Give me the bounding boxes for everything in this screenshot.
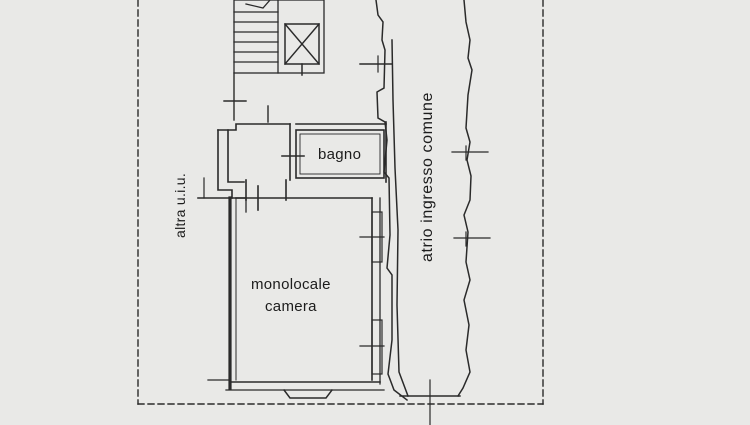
studio-walls [207, 196, 385, 391]
stone-wall-outer [456, 0, 473, 398]
room-label-bathroom: bagno [318, 146, 362, 163]
stair-block [233, 0, 325, 74]
reference-marks [203, 55, 491, 425]
label-common-atrium: atrio ingresso comune [419, 91, 436, 262]
lift-shaft [283, 22, 321, 76]
stone-wall-inner [375, 0, 409, 402]
label-other-unit: altra u.i.u. [172, 172, 188, 238]
window-lower [359, 319, 385, 375]
bottom-bay-window [282, 388, 334, 399]
corridor-walls [223, 63, 393, 123]
room-label-studio: monolocale [251, 276, 331, 293]
entry-walls [197, 123, 305, 211]
room-label-camera: camera [265, 298, 317, 315]
property-boundary [137, 0, 544, 405]
window-upper [359, 211, 385, 263]
stone-wall-inner-2 [391, 39, 409, 397]
bathroom-walls [295, 121, 387, 183]
